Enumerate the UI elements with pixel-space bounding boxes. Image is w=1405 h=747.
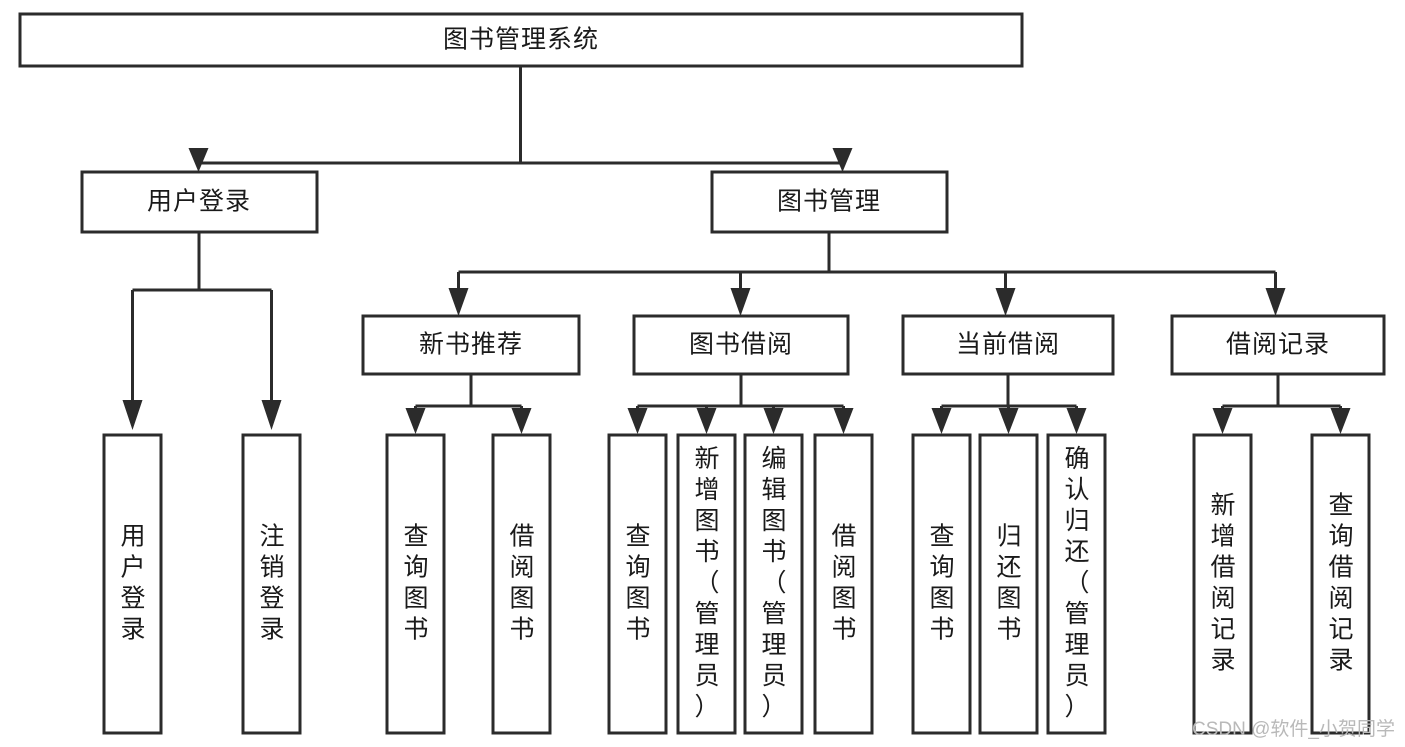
leaf-box[interactable]: [1046, 433, 1107, 735]
leaf-current-2[interactable]: 确认归还（管理员）: [1046, 433, 1107, 735]
connector-group-new-book: [405, 374, 532, 434]
arrow-head-nb-1: [511, 408, 532, 434]
connector-group-root: [197, 66, 844, 165]
leaf-box[interactable]: [385, 433, 446, 735]
leaf-label-query-book: 查询图书: [929, 522, 954, 643]
arrow-head-sub-1: [730, 288, 751, 316]
arrow-head-leaf-user-0: [122, 400, 143, 430]
node-book-borrow-box[interactable]: [632, 314, 850, 376]
leaf-user-login-1[interactable]: 注销登录: [241, 433, 302, 735]
leaf-current-0[interactable]: 查询图书: [911, 433, 972, 735]
node-current-borrow-label: 当前借阅: [956, 331, 1060, 359]
leaf-label-add-book-admin: 新增图书（管理员）: [694, 445, 719, 721]
arrow-head-bb-2: [763, 408, 784, 434]
node-new-book-recommend[interactable]: 新书推荐: [361, 314, 581, 376]
arrow-root-to-user-login: [188, 148, 209, 172]
leaf-box[interactable]: [102, 433, 163, 735]
leaf-label-user-login: 用户登录: [120, 522, 145, 643]
leaf-label-borrow-book: 借阅图书: [831, 522, 856, 643]
leaf-box[interactable]: [1192, 433, 1253, 735]
arrow-head-book-mgmt: [832, 148, 853, 172]
node-book-management-label: 图书管理: [777, 188, 881, 216]
leaf-box[interactable]: [241, 433, 302, 735]
leaf-records-1[interactable]: 查询借阅记录: [1310, 433, 1371, 735]
leaf-box[interactable]: [743, 433, 804, 735]
leaf-borrow-2[interactable]: 编辑图书（管理员）: [743, 433, 804, 735]
arrow-head-sub-2: [995, 288, 1016, 316]
leaf-box[interactable]: [676, 433, 737, 735]
leaf-box[interactable]: [978, 433, 1039, 735]
node-new-book-recommend-box[interactable]: [361, 314, 581, 376]
node-borrow-records[interactable]: 借阅记录: [1170, 314, 1386, 376]
arrow-head-cb-1: [998, 408, 1019, 434]
node-borrow-records-box[interactable]: [1170, 314, 1386, 376]
node-book-management-box[interactable]: [710, 170, 949, 234]
node-user-login[interactable]: 用户登录: [80, 170, 319, 234]
arrow-head-sub-3: [1265, 288, 1286, 316]
leaf-box[interactable]: [1310, 433, 1371, 735]
node-user-login-label: 用户登录: [147, 188, 251, 216]
connector-group-user-login: [122, 232, 282, 430]
connector-group-borrow: [627, 374, 854, 434]
leaf-label-logout: 注销登录: [259, 522, 284, 643]
node-current-borrow-box[interactable]: [901, 314, 1115, 376]
node-current-borrow[interactable]: 当前借阅: [901, 314, 1115, 376]
leaf-box[interactable]: [607, 433, 668, 735]
leaf-user-login-0[interactable]: 用户登录: [102, 433, 163, 735]
leaf-current-1[interactable]: 归还图书: [978, 433, 1039, 735]
leaf-borrow-1[interactable]: 新增图书（管理员）: [676, 433, 737, 735]
arrow-head-br-0: [1212, 408, 1233, 434]
leaf-label-query-book: 查询图书: [403, 522, 428, 643]
arrow-head-nb-0: [405, 408, 426, 434]
arrow-head-user-login: [188, 148, 209, 172]
arrow-head-cb-2: [1066, 408, 1087, 434]
node-user-login-box[interactable]: [80, 170, 319, 234]
leaf-box[interactable]: [491, 433, 552, 735]
arrow-root-to-book-mgmt: [832, 148, 853, 172]
leaf-records-0[interactable]: 新增借阅记录: [1192, 433, 1253, 735]
leaf-new-book-1[interactable]: 借阅图书: [491, 433, 552, 735]
arrow-head-bb-1: [696, 408, 717, 434]
arrow-head-leaf-user-1: [261, 400, 282, 430]
node-book-borrow-label: 图书借阅: [689, 331, 793, 359]
leaf-label-confirm-return-admin: 确认归还（管理员）: [1064, 445, 1089, 721]
node-root[interactable]: 图书管理系统: [18, 12, 1024, 68]
arrow-head-br-1: [1330, 408, 1351, 434]
leaf-label-add-borrow-record: 新增借阅记录: [1210, 491, 1235, 674]
leaf-borrow-0[interactable]: 查询图书: [607, 433, 668, 735]
arrow-head-bb-3: [833, 408, 854, 434]
connector-group-current: [931, 374, 1087, 434]
node-new-book-recommend-label: 新书推荐: [419, 331, 523, 359]
connector-group-records: [1212, 374, 1351, 434]
arrow-head-bb-0: [627, 408, 648, 434]
leaf-borrow-3[interactable]: 借阅图书: [813, 433, 874, 735]
leaf-box[interactable]: [911, 433, 972, 735]
node-book-borrow[interactable]: 图书借阅: [632, 314, 850, 376]
leaf-label-return-book: 归还图书: [996, 522, 1021, 643]
leaf-label-edit-book-admin: 编辑图书（管理员）: [761, 445, 786, 721]
node-root-label: 图书管理系统: [443, 26, 599, 54]
node-book-management[interactable]: 图书管理: [710, 170, 949, 234]
leaf-box[interactable]: [813, 433, 874, 735]
node-root-box[interactable]: [18, 12, 1024, 68]
leaf-label-query-borrow-record: 查询借阅记录: [1328, 491, 1353, 674]
leaf-label-borrow-book: 借阅图书: [509, 522, 534, 643]
arrow-head-cb-0: [931, 408, 952, 434]
arrow-head-sub-0: [448, 288, 469, 316]
connector-group-book-management: [448, 232, 1286, 316]
leaf-label-query-book: 查询图书: [625, 522, 650, 643]
node-borrow-records-label: 借阅记录: [1226, 331, 1330, 359]
leaf-new-book-0[interactable]: 查询图书: [385, 433, 446, 735]
